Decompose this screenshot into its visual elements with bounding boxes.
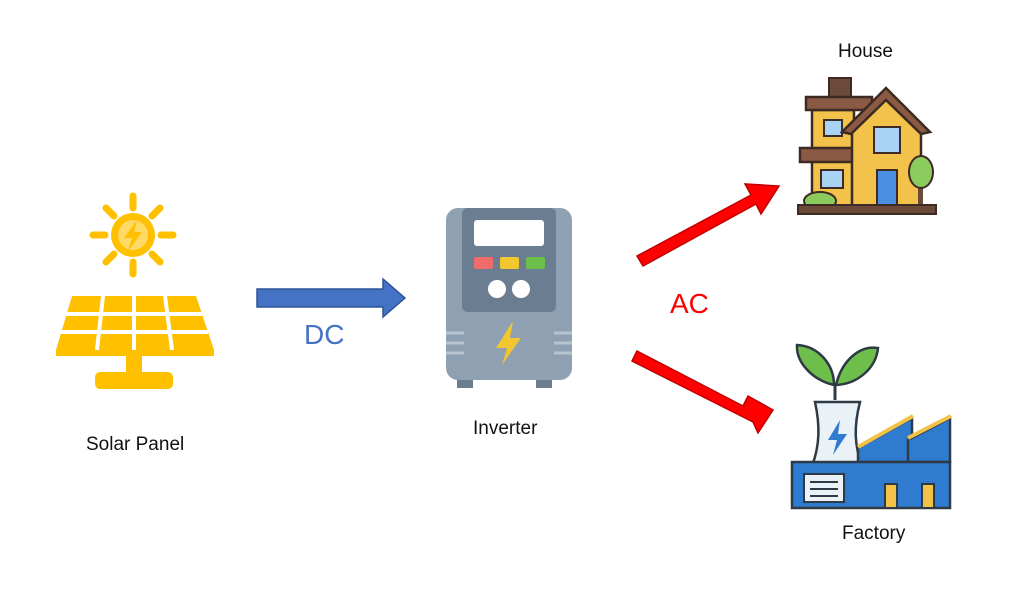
dc-flow-label: DC	[304, 319, 345, 350]
factory-label: Factory	[842, 523, 906, 544]
factory-icon	[790, 343, 952, 510]
solar-panel-icon	[56, 192, 214, 389]
house-label: House	[838, 41, 893, 62]
house-icon	[797, 77, 937, 215]
solar-panel-label: Solar Panel	[86, 434, 185, 455]
lightning-bolt-icon	[496, 321, 521, 365]
dc-arrow	[256, 277, 407, 319]
inverter-label: Inverter	[473, 418, 538, 439]
inverter-icon	[446, 208, 572, 388]
ac-arrow-to-factory	[630, 349, 775, 435]
ac-arrow-to-house	[635, 183, 781, 268]
sun-icon	[89, 192, 177, 278]
ac-flow-label: AC	[670, 288, 709, 319]
